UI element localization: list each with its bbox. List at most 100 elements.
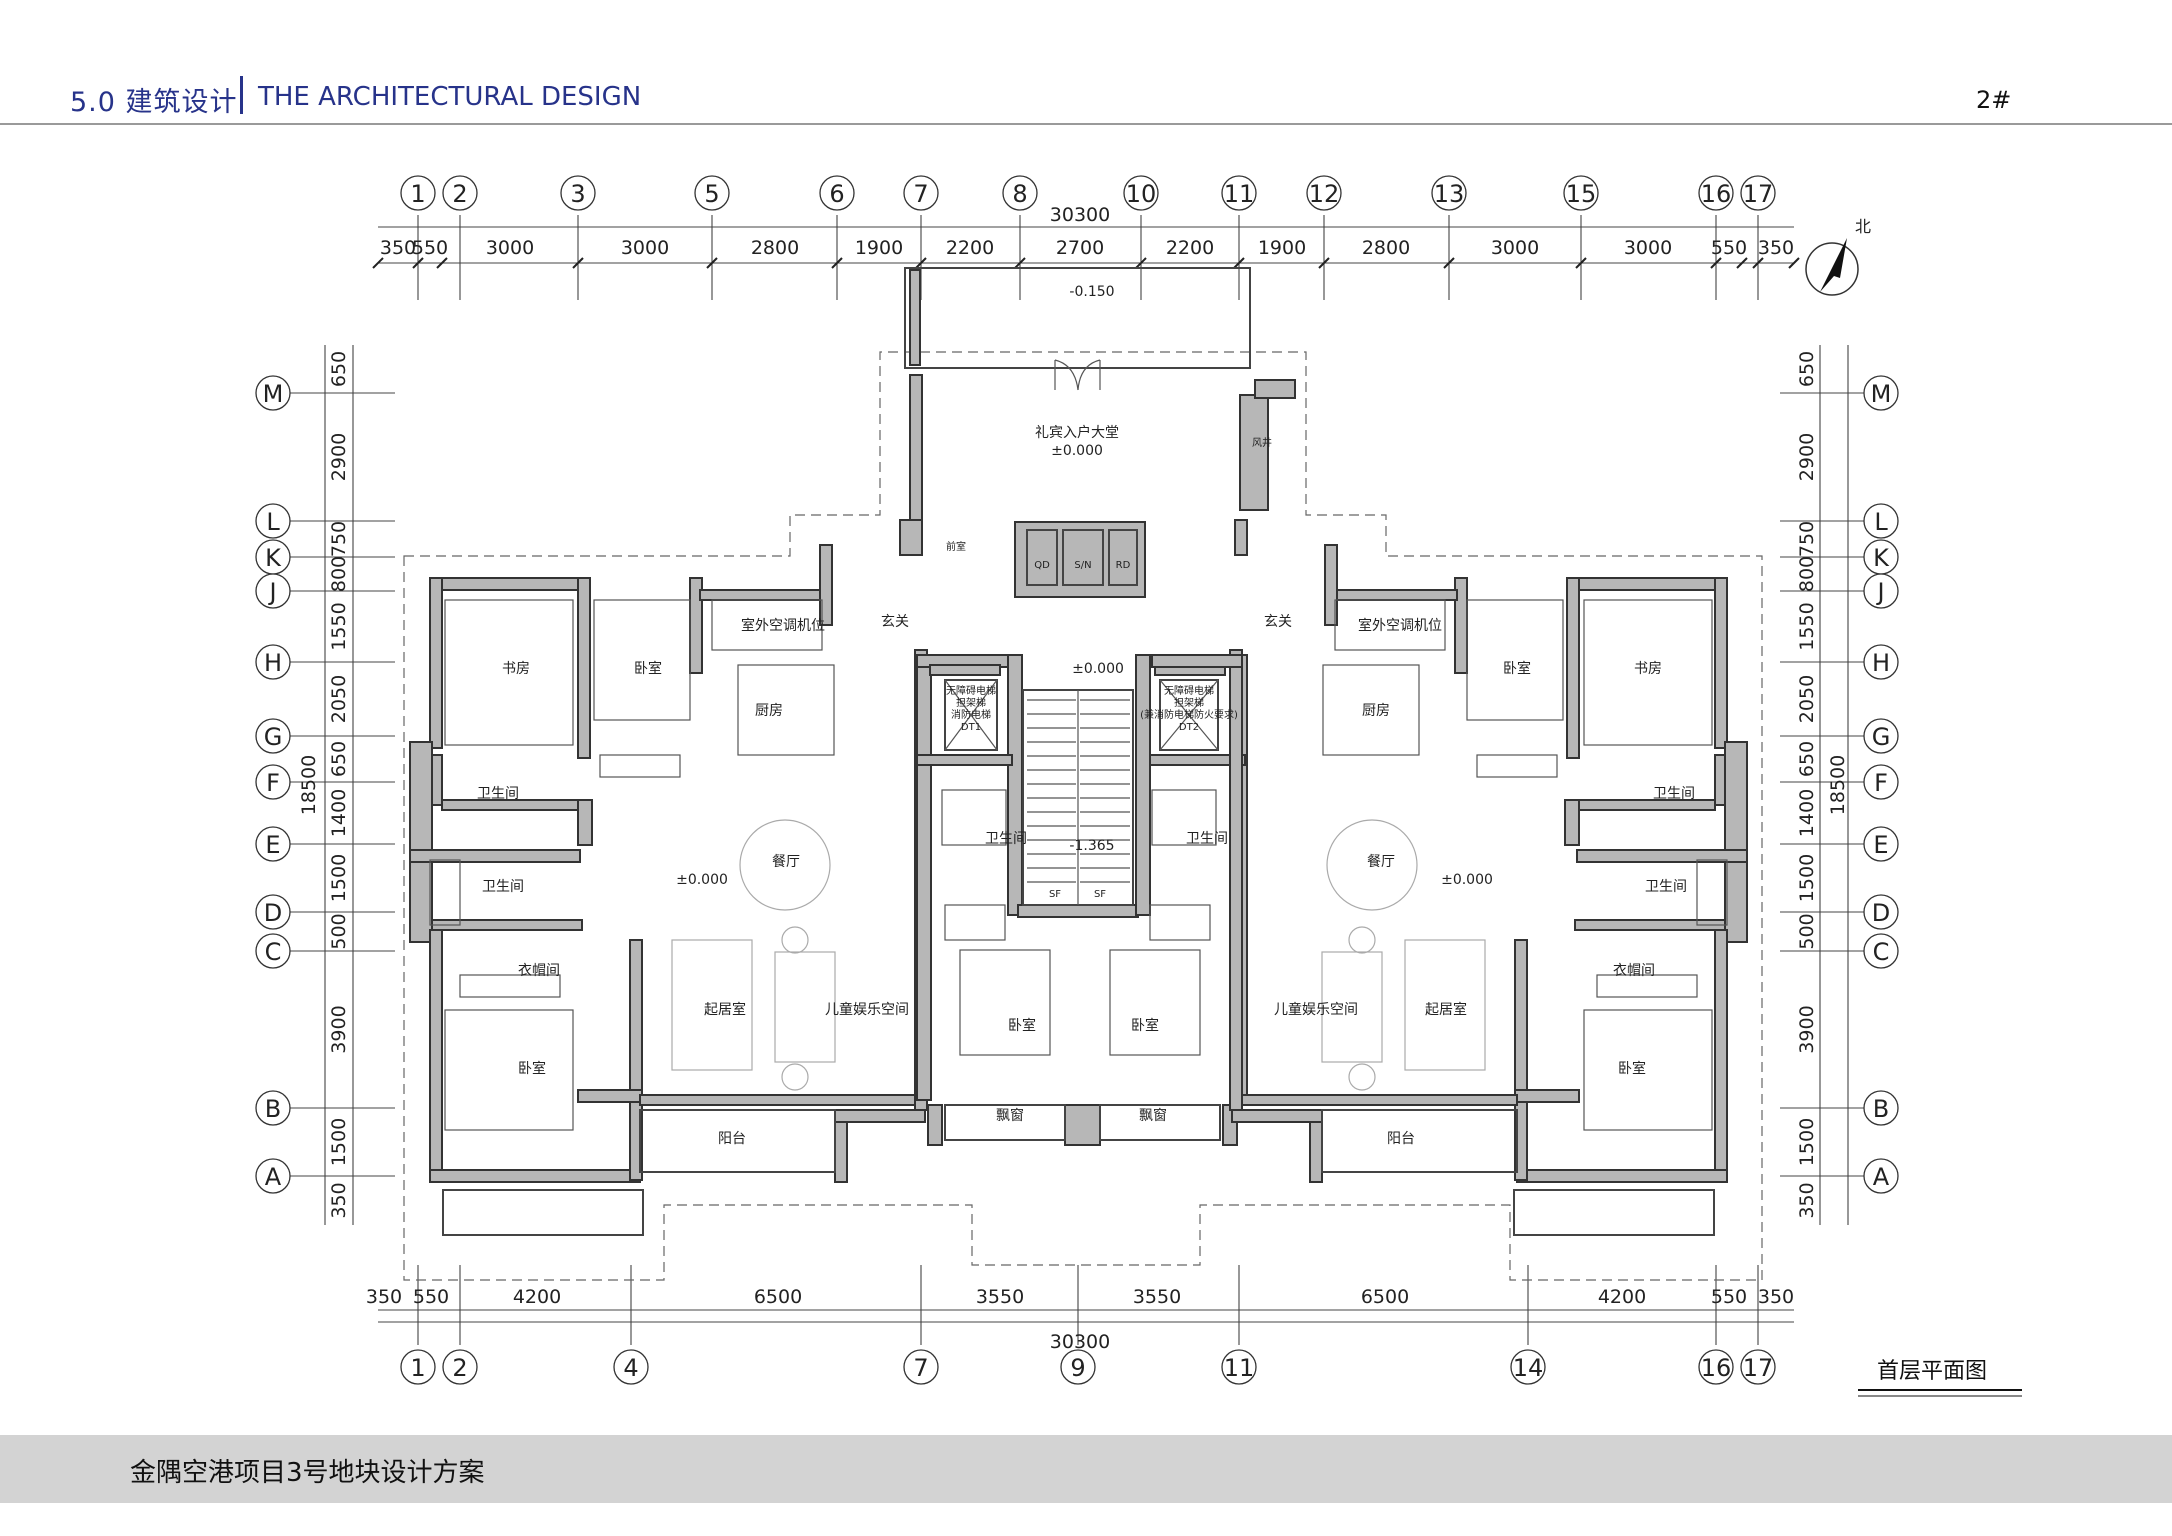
header-divider xyxy=(240,76,243,114)
svg-text:A: A xyxy=(1873,1163,1890,1191)
level-stair-lower: -1.365 xyxy=(1069,838,1114,854)
svg-text:H: H xyxy=(1872,649,1890,677)
drawing-title: 首层平面图 xyxy=(1877,1359,1987,1384)
bottom-dim-9: 350 xyxy=(1758,1286,1794,1308)
bottom-dim-3: 6500 xyxy=(754,1286,802,1308)
svg-text:B: B xyxy=(1873,1095,1889,1123)
top-tick-2 xyxy=(436,257,448,269)
room-study-r: 书房 xyxy=(1634,661,1662,677)
axis-bubble-right-G: G xyxy=(1863,718,1899,754)
axis-bubble-right-F: F xyxy=(1863,764,1899,800)
entrance-frame xyxy=(904,267,1251,369)
axis-bubble-right-K: K xyxy=(1863,539,1899,575)
bottom-dim-4: 3550 xyxy=(976,1286,1024,1308)
axis-bubble-left-K: K xyxy=(255,539,291,575)
room-bed-r2: 卧室 xyxy=(1618,1060,1646,1077)
top-tick-3 xyxy=(572,257,584,269)
canopy-column-left xyxy=(909,269,921,366)
bottom-dim-8: 550 xyxy=(1711,1286,1747,1308)
room-dining-l: 餐厅 xyxy=(772,854,800,870)
axis-bubble-top-3: 3 xyxy=(560,175,596,211)
axis-bubble-left-D: D xyxy=(255,894,291,930)
svg-text:1: 1 xyxy=(410,1354,425,1382)
room-kitchen-r: 厨房 xyxy=(1362,703,1390,719)
axis-bubble-top-12: 12 xyxy=(1306,175,1342,211)
svg-text:J: J xyxy=(1875,578,1884,606)
top-dim-4: 2800 xyxy=(751,237,799,259)
svg-text:7: 7 xyxy=(913,1354,928,1382)
axis-bubble-bottom-17: 17 xyxy=(1740,1349,1776,1385)
axis-bubble-bottom-4: 4 xyxy=(613,1349,649,1385)
svg-text:C: C xyxy=(265,938,282,966)
room-rd: RD xyxy=(1116,560,1131,571)
right-dim-8: 1500 xyxy=(1796,854,1818,902)
project-name: 金隅空港项目3号地块设计方案 xyxy=(130,1458,485,1488)
building-outline-dashed xyxy=(403,351,1763,1281)
top-dim-0: 350 xyxy=(380,237,416,259)
bottom-dim-5: 3550 xyxy=(1133,1286,1181,1308)
elev1-l3: 消防电梯 xyxy=(951,708,991,721)
axis-bubble-right-B: B xyxy=(1863,1090,1899,1126)
svg-text:L: L xyxy=(1874,508,1888,536)
elev2-l2: 担架梯 xyxy=(1174,696,1204,709)
svg-text:D: D xyxy=(264,899,282,927)
left-total-dim: 18500 xyxy=(298,755,320,815)
bottom-total-dim: 30300 xyxy=(1050,1331,1110,1353)
room-wind-shaft: 风井 xyxy=(1252,436,1272,449)
svg-text:11: 11 xyxy=(1224,1354,1255,1382)
axis-bubble-left-M: M xyxy=(255,375,291,411)
right-dim-7: 1400 xyxy=(1796,789,1818,837)
svg-text:17: 17 xyxy=(1743,1354,1774,1382)
axis-bubble-bottom-11: 11 xyxy=(1221,1349,1257,1385)
svg-text:14: 14 xyxy=(1513,1354,1544,1382)
axis-bubble-top-5: 5 xyxy=(694,175,730,211)
room-bed-l2: 卧室 xyxy=(518,1060,546,1077)
top-tick-6 xyxy=(915,257,927,269)
top-tick-13 xyxy=(1710,257,1722,269)
room-cloak-l: 衣帽间 xyxy=(518,963,560,979)
svg-text:15: 15 xyxy=(1566,180,1597,208)
axis-bubble-left-J: J xyxy=(255,573,291,609)
elev2-l4: DT2 xyxy=(1179,722,1199,733)
right-dim-11: 1500 xyxy=(1796,1118,1818,1166)
axis-bubble-top-17: 17 xyxy=(1740,175,1776,211)
top-dim-2: 3000 xyxy=(486,237,534,259)
room-bath-r1: 卫生间 xyxy=(1653,786,1695,802)
top-dim-10: 2800 xyxy=(1362,237,1410,259)
bottom-dim-0: 350 xyxy=(366,1286,402,1308)
room-balcony-r: 阳台 xyxy=(1387,1131,1415,1147)
top-dim-14: 350 xyxy=(1758,237,1794,259)
svg-text:16: 16 xyxy=(1701,180,1732,208)
right-dim-10: 3900 xyxy=(1796,1005,1818,1053)
left-dim-0: 650 xyxy=(328,351,350,387)
axis-bubble-bottom-9: 9 xyxy=(1060,1349,1096,1385)
axis-bubble-top-15: 15 xyxy=(1563,175,1599,211)
room-balcony-l: 阳台 xyxy=(718,1131,746,1147)
axis-bubble-top-8: 8 xyxy=(1002,175,1038,211)
svg-text:1: 1 xyxy=(410,180,425,208)
room-bath-core-r: 卫生间 xyxy=(1186,831,1228,847)
section-title: 5.0 建筑设计 xyxy=(70,87,238,118)
top-dim-7: 2700 xyxy=(1056,237,1104,259)
axis-bubble-top-10: 10 xyxy=(1123,175,1159,211)
elev2-l3: (兼消防电梯防火要求) xyxy=(1140,708,1238,721)
svg-text:A: A xyxy=(265,1163,282,1191)
top-tick-1 xyxy=(412,257,424,269)
svg-text:12: 12 xyxy=(1309,180,1340,208)
svg-text:G: G xyxy=(1872,723,1891,751)
top-tick-16 xyxy=(1788,257,1800,269)
header-rule xyxy=(0,123,2172,125)
bottom-dim-6: 6500 xyxy=(1361,1286,1409,1308)
top-dim-1: 550 xyxy=(412,237,448,259)
axis-bubble-right-A: A xyxy=(1863,1158,1899,1194)
left-dim-1: 2900 xyxy=(328,433,350,481)
svg-text:5: 5 xyxy=(704,180,719,208)
axis-bubble-bottom-1: 1 xyxy=(400,1349,436,1385)
axis-bubble-top-13: 13 xyxy=(1431,175,1467,211)
right-dim-1: 2900 xyxy=(1796,433,1818,481)
svg-text:E: E xyxy=(265,831,280,859)
room-bay-l: 飘窗 xyxy=(996,1107,1024,1124)
svg-text:G: G xyxy=(264,723,283,751)
room-ac-l: 室外空调机位 xyxy=(741,617,825,634)
north-arrow-icon: 北 xyxy=(1805,217,1871,296)
